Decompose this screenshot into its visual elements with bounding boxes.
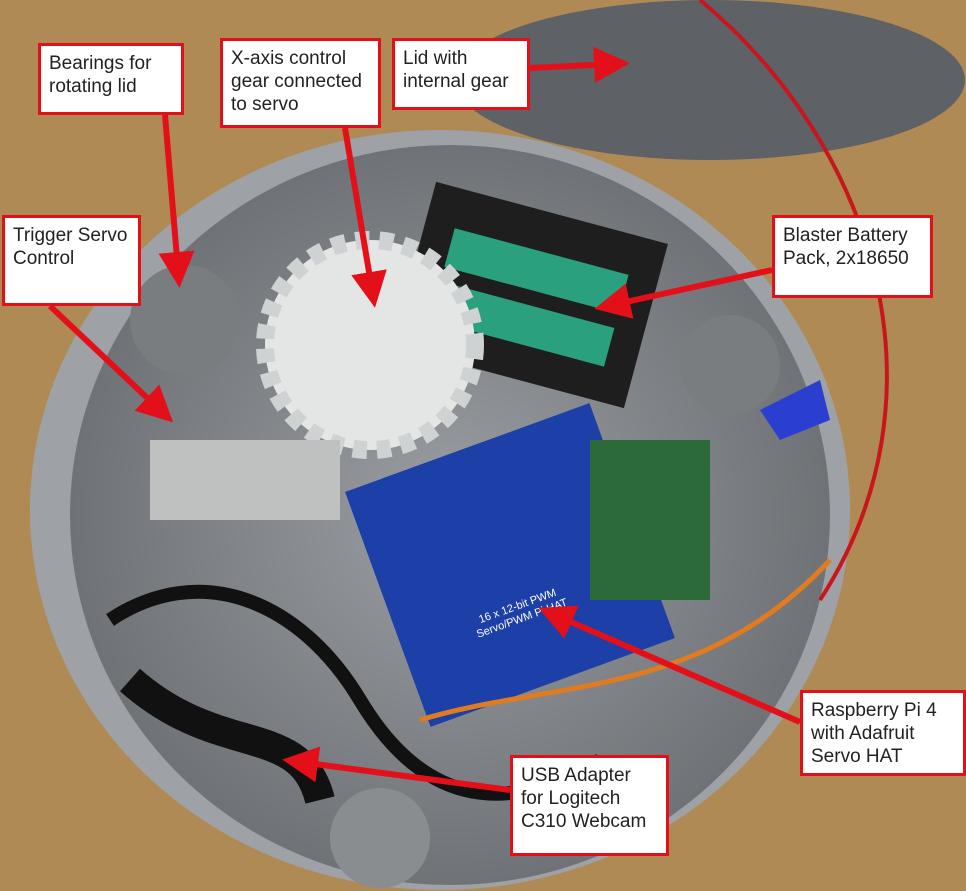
wire-nut <box>760 380 830 440</box>
label-trigger-servo: Trigger Servo Control <box>2 215 141 306</box>
label-bearings: Bearings for rotating lid <box>38 43 184 115</box>
label-raspberry-pi: Raspberry Pi 4 with Adafruit Servo HAT <box>800 690 966 776</box>
label-battery: Blaster Battery Pack, 2x18650 <box>772 215 933 298</box>
label-xaxis-gear: X-axis control gear connected to servo <box>220 38 381 128</box>
trigger-servo <box>150 440 340 520</box>
bearing-left <box>130 265 240 375</box>
label-usb-adapter: USB Adapter for Logitech C310 Webcam <box>510 755 669 856</box>
lid <box>455 0 965 160</box>
raspberry-pi <box>590 440 710 600</box>
battery-cell <box>444 228 629 314</box>
x-axis-gear <box>256 231 484 459</box>
battery-cell <box>430 281 615 367</box>
bearing-bottom <box>330 788 430 888</box>
label-lid-gear: Lid with internal gear <box>392 38 530 110</box>
bearing-right <box>680 315 780 415</box>
cable <box>106 584 604 801</box>
